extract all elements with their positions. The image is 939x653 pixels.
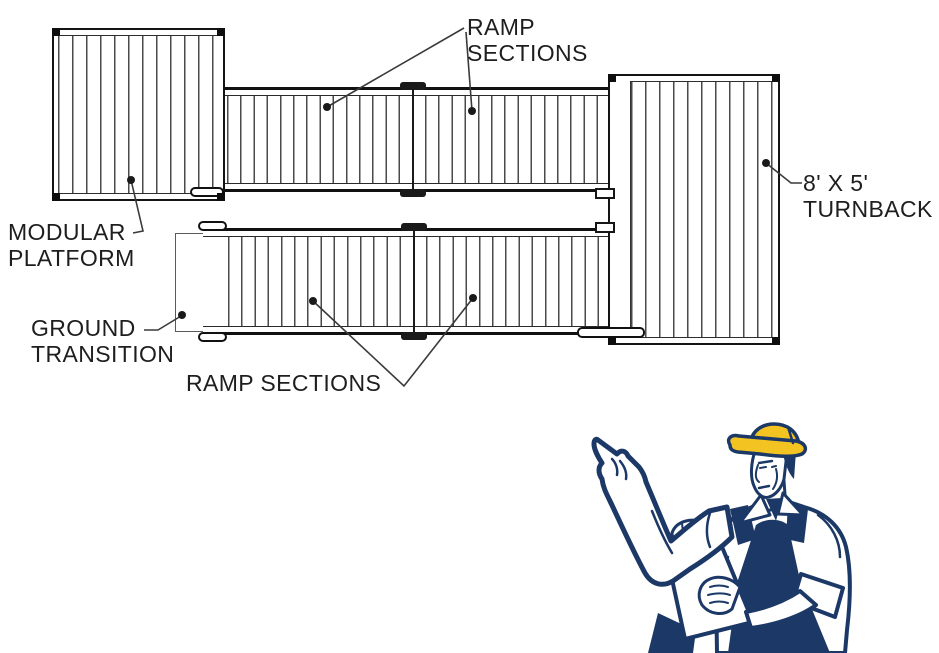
label-line: TURNBACK — [803, 196, 933, 222]
ramp-section-seam — [413, 225, 415, 338]
modular-platform-drawing — [52, 28, 225, 201]
corner-post — [772, 337, 780, 345]
top-ramp-drawing — [225, 82, 608, 197]
ramp-end-cap — [198, 221, 227, 231]
label-modular-platform: MODULAR PLATFORM — [8, 219, 135, 271]
seam-clamp-icon — [400, 189, 426, 197]
ramp-deck-slats — [228, 237, 606, 326]
corner-post — [608, 337, 616, 345]
worker-face — [750, 449, 796, 499]
corner-post — [217, 28, 225, 36]
label-ground-transition: GROUND TRANSITION — [31, 315, 174, 367]
label-ramp-sections-bottom: RAMP SECTIONS — [186, 370, 382, 396]
label-line: RAMP — [467, 14, 536, 40]
platform-latch — [190, 187, 224, 197]
corner-post — [217, 193, 225, 201]
turnback-platform-drawing — [577, 74, 780, 345]
turnback-deck-slats — [630, 81, 773, 338]
clipboard-arm — [697, 572, 845, 630]
label-ramp-sections-top: RAMP SECTIONS — [467, 14, 588, 66]
label-line: GROUND — [31, 315, 136, 341]
hard-hat-icon — [726, 422, 808, 459]
corner-post — [52, 193, 60, 201]
connector-bracket — [595, 222, 615, 233]
label-line: TRANSITION — [31, 341, 175, 367]
ramp-section-seam — [412, 84, 414, 195]
corner-post — [608, 74, 616, 82]
connector-bracket — [595, 188, 615, 199]
seam-clamp-icon — [401, 223, 427, 231]
label-line: MODULAR — [8, 219, 126, 245]
label-line: SECTIONS — [467, 40, 588, 66]
ramp-end-cap — [198, 332, 227, 342]
construction-worker-illustration — [591, 422, 852, 653]
pointing-arm — [591, 436, 735, 587]
platform-deck-slats — [58, 35, 219, 194]
corner-post — [52, 28, 60, 36]
seam-clamp-icon — [400, 82, 426, 90]
label-turnback: 8' X 5' TURNBACK — [803, 170, 933, 222]
ramp-deck-slats — [227, 96, 606, 183]
label-line: 8' X 5' — [803, 170, 869, 196]
ground-transition-drawing — [175, 233, 206, 332]
bottom-ramp-drawing — [198, 221, 608, 342]
label-line: PLATFORM — [8, 245, 135, 271]
seam-clamp-icon — [401, 332, 427, 340]
corner-post — [772, 74, 780, 82]
